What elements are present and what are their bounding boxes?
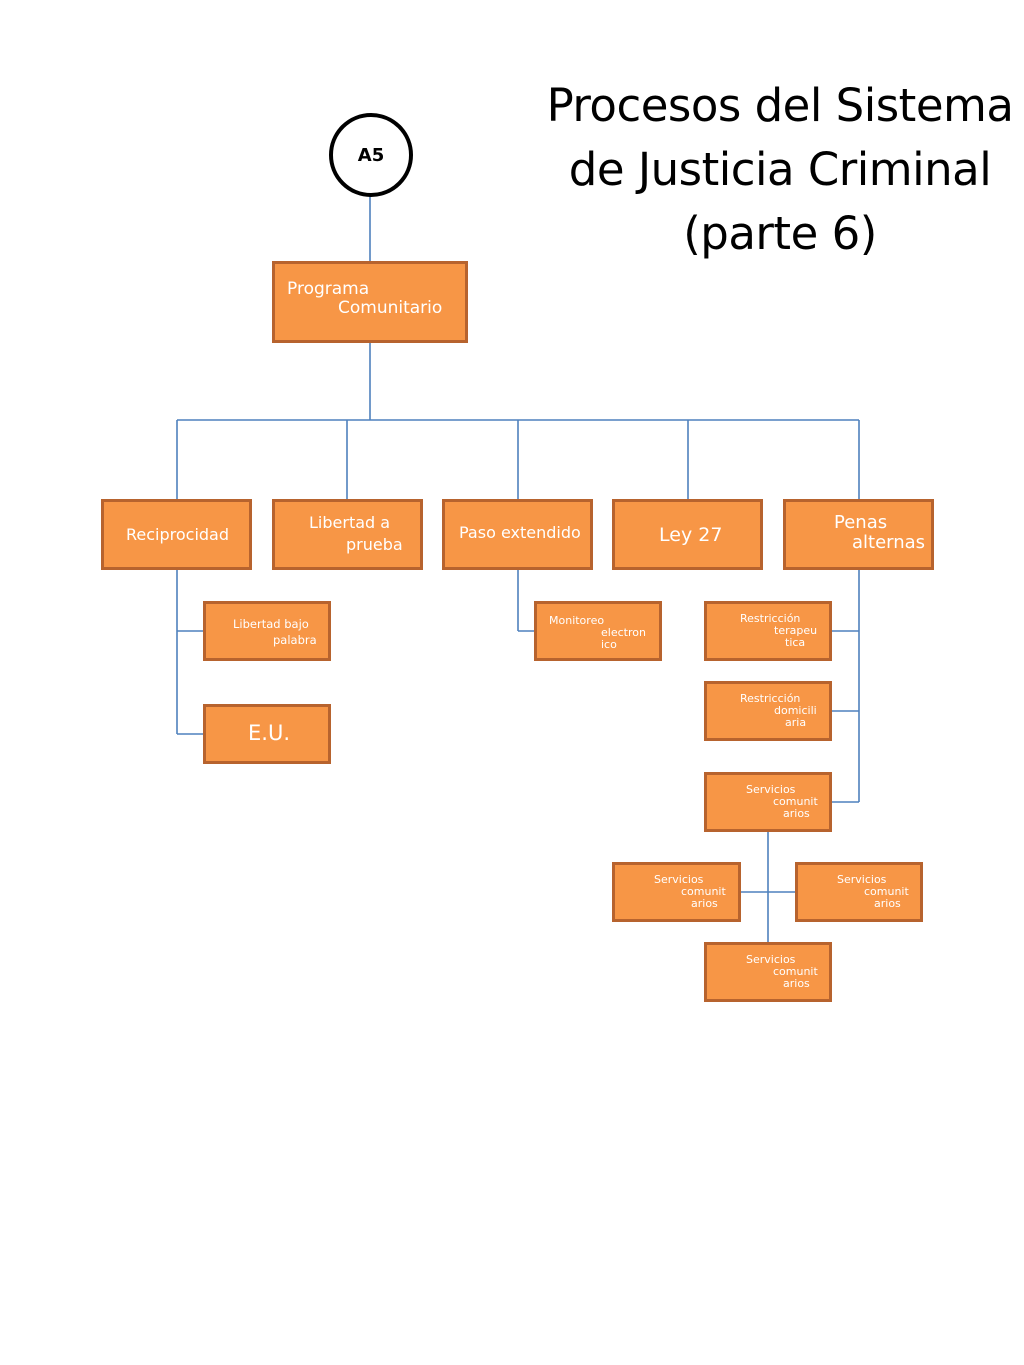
- box-text-line: Monitoreo: [549, 614, 605, 627]
- box-text-line: Servicios: [837, 873, 887, 886]
- box-libertad-a-prueba[interactable]: Libertad a prueba: [272, 499, 423, 570]
- box-text-line: E.U.: [248, 721, 290, 745]
- box-text-line: Ley 27: [659, 524, 723, 546]
- connector-label: A5: [357, 144, 385, 166]
- box-reciprocidad[interactable]: Reciprocidad: [101, 499, 252, 570]
- box-text-line: Libertad a: [309, 513, 391, 532]
- box-servicios-comunitarios-right[interactable]: Servicios comunit arios: [795, 862, 923, 922]
- box-restriccion-domiciliaria[interactable]: Restricción domicili aria: [704, 681, 832, 741]
- title-line-2: de Justicia Criminal: [568, 143, 992, 196]
- box-text-line: comunit: [681, 885, 726, 899]
- box-penas-alternas[interactable]: Penas alternas: [783, 499, 934, 570]
- box-text-line: ico: [601, 638, 617, 652]
- box-text-line: Penas: [834, 512, 888, 533]
- box-text-line: comunit: [773, 795, 818, 809]
- box-text-line: arios: [874, 897, 901, 911]
- box-monitoreo-electronico[interactable]: Monitoreo electron ico: [534, 601, 662, 661]
- box-text-line: prueba: [346, 534, 403, 554]
- box-servicios-comunitarios-left[interactable]: Servicios comunit arios: [612, 862, 741, 922]
- box-text-line: Servicios: [654, 873, 704, 886]
- box-text-line: arios: [691, 897, 718, 911]
- offpage-connector-a5: A5: [329, 113, 413, 197]
- slide-title: Procesos del Sistema de Justicia Crimina…: [540, 74, 1020, 266]
- box-text-line: electron: [601, 626, 646, 640]
- title-line-3: (parte 6): [683, 207, 877, 260]
- box-text-line: Servicios: [746, 953, 796, 966]
- box-libertad-bajo-palabra[interactable]: Libertad bajo palabra: [203, 601, 331, 661]
- box-text-line: arios: [783, 807, 810, 821]
- box-text-line: Paso extendido: [459, 523, 581, 542]
- box-text-line: comunit: [773, 965, 818, 979]
- box-servicios-comunitarios-bottom[interactable]: Servicios comunit arios: [704, 942, 832, 1002]
- box-text-line: Libertad bajo: [233, 617, 309, 631]
- box-text-line: Restricción: [740, 612, 801, 625]
- box-text-line: tica: [785, 636, 806, 650]
- box-text-line: terapeu: [774, 624, 818, 638]
- box-text-line: palabra: [273, 632, 317, 647]
- box-servicios-comunitarios[interactable]: Servicios comunit arios: [704, 772, 832, 832]
- box-text-line: Servicios: [746, 783, 796, 796]
- box-eu[interactable]: E.U.: [203, 704, 331, 764]
- box-text-line: Programa: [287, 279, 370, 299]
- title-line-1: Procesos del Sistema: [546, 79, 1014, 132]
- box-text-line: Reciprocidad: [126, 525, 230, 544]
- box-text-line: domicili: [774, 704, 817, 718]
- box-restriccion-terapeutica[interactable]: Restricción terapeu tica: [704, 601, 832, 661]
- box-text-line: Restricción: [740, 692, 801, 705]
- box-programa-comunitario[interactable]: Programa Comunitario: [272, 261, 468, 343]
- box-text-line: Comunitario: [338, 297, 443, 318]
- box-text-line: comunit: [864, 885, 909, 899]
- box-paso-extendido[interactable]: Paso extendido: [442, 499, 593, 570]
- box-text-line: alternas: [852, 531, 926, 553]
- box-ley-27[interactable]: Ley 27: [612, 499, 763, 570]
- box-text-line: arios: [783, 977, 810, 991]
- box-text-line: aria: [785, 716, 807, 730]
